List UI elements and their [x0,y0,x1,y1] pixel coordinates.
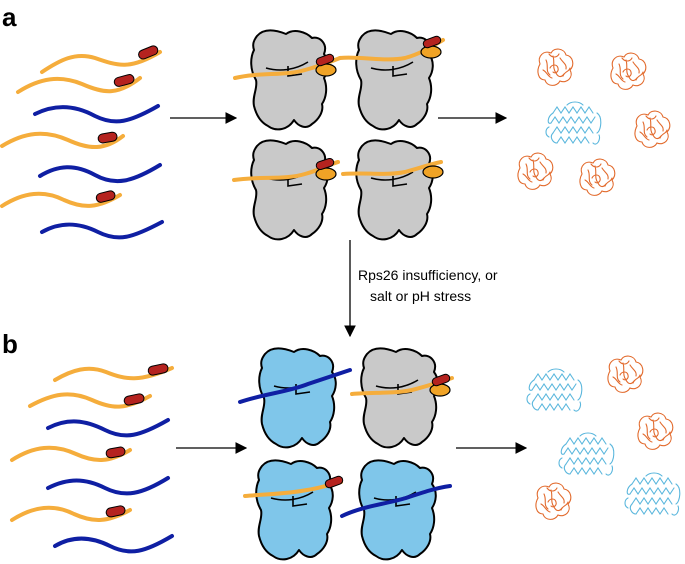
ribosome-gray [233,29,342,131]
orange-protein [517,152,554,190]
mrna-orange-strand [0,191,122,208]
panel-label-a: a [2,2,17,32]
ribosome-gray [338,29,445,131]
orange-protein [537,48,574,86]
rps26-protein [422,165,444,179]
orange-protein [634,110,671,148]
ribosome-blue-rps26-deficient [238,347,352,449]
kozak-red-marker [97,131,118,144]
kozak-red-marker [147,363,169,376]
ribosome-blue-rps26-deficient [340,459,452,561]
stress-caption-line1: Rps26 insufficiency, or [358,267,498,283]
ribosome-gray [341,139,444,241]
orange-protein [535,482,572,520]
mrna-blue-strand [46,418,170,438]
mrna-pool-b [10,363,174,554]
mrna-orange-strand [10,505,132,522]
mrna-orange-strand [0,131,125,149]
orange-protein [610,52,647,90]
rps26-protein [429,383,451,397]
protein-products-b [526,355,681,520]
kozak-red-marker [95,190,116,203]
mrna-blue-strand [38,163,162,184]
blue-protein [558,432,615,476]
blue-protein [526,368,583,412]
kozak-red-marker [431,373,451,387]
orange-protein [579,158,616,196]
kozak-red-marker [315,157,335,171]
kozak-red-marker [113,74,135,87]
mrna-blue-strand [53,534,174,554]
mrna-blue-strand [46,476,170,496]
kozak-red-marker [105,446,126,459]
protein-products-a [517,48,671,196]
mrna-blue-strand [40,220,164,240]
stress-caption-line2: salt or pH stress [370,288,471,304]
mrna-pool-a [0,45,164,240]
mrna-blue-strand [33,104,160,124]
kozak-red-marker [123,393,145,406]
rps26-protein [420,45,442,59]
kozak-red-marker [138,45,159,60]
ribosome-gray [232,139,340,241]
kozak-red-marker [315,53,335,67]
kozak-red-marker [105,505,126,518]
blue-protein [624,472,681,516]
mrna-orange-strand [53,366,174,382]
panel-label-b: b [2,329,18,359]
ribosome-blue-rps26-deficient [243,459,344,561]
ribosome-gray [350,347,454,449]
mrna-orange-strand [40,50,162,74]
orange-protein [607,355,644,393]
orange-protein [637,412,674,450]
mrna-orange-strand [16,76,142,94]
blue-protein [545,101,602,145]
kozak-red-marker [422,35,442,49]
kozak-red-marker [324,475,344,489]
